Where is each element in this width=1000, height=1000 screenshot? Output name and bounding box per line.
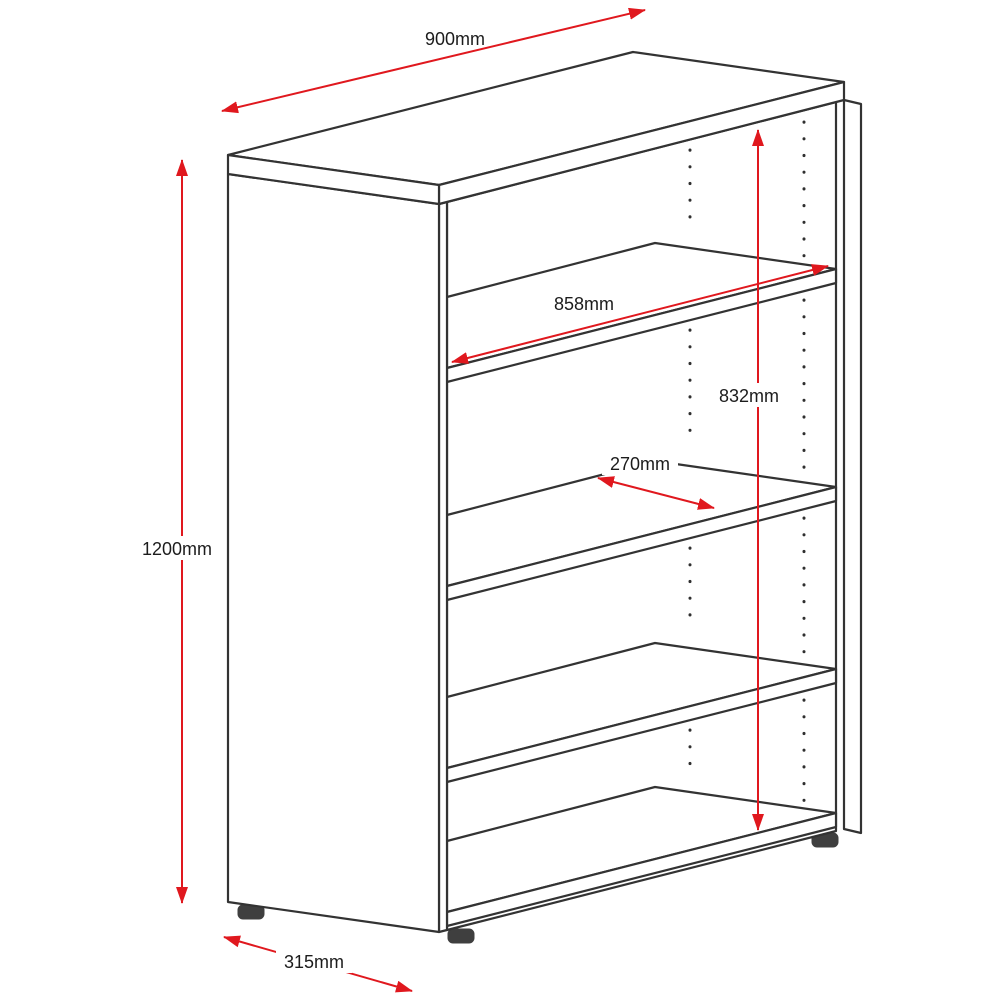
dimensions: 900mm 1200mm 858mm 832mm 270mm 315mm <box>133 7 829 993</box>
dimension-label-bg <box>711 383 787 407</box>
dimension-arrow-270 <box>597 476 715 510</box>
dimension-label-bg <box>276 949 352 973</box>
dimension-overall-height: 1200mm <box>133 159 221 904</box>
interior <box>445 100 838 932</box>
dimension-arrow-900 <box>221 7 646 114</box>
dimension-label-bg <box>602 451 678 475</box>
left-panel-outer-face <box>226 172 441 934</box>
left-side-panel <box>226 172 449 934</box>
dimension-overall-depth: 315mm <box>223 935 413 993</box>
shelf-2 <box>445 459 838 602</box>
dimension-label-900: 900mm <box>425 29 485 49</box>
dimension-internal-height: 832mm <box>711 129 787 831</box>
dimension-label-1200: 1200mm <box>142 539 212 559</box>
dimension-label-270: 270mm <box>610 454 670 474</box>
dimension-overall-width: 900mm <box>221 7 646 114</box>
bookcase-drawing <box>226 50 863 944</box>
dimension-label-bg <box>133 536 221 560</box>
shelf-3 <box>445 641 838 784</box>
dimension-internal-width: 858mm <box>451 264 829 364</box>
right-side-panel <box>842 98 863 835</box>
dimension-label-858: 858mm <box>554 294 614 314</box>
foot-front <box>447 928 475 944</box>
dimension-arrow-858 <box>451 264 829 364</box>
dimension-label-832: 832mm <box>719 386 779 406</box>
top-panel <box>226 50 846 206</box>
left-panel-front-edge <box>437 200 449 934</box>
top-panel-left-edge <box>226 153 441 206</box>
dimension-label-315: 315mm <box>284 952 344 972</box>
shelf-pin-holes <box>688 120 806 810</box>
dimension-shelf-depth: 270mm <box>597 451 715 510</box>
right-panel-edge <box>842 98 863 835</box>
